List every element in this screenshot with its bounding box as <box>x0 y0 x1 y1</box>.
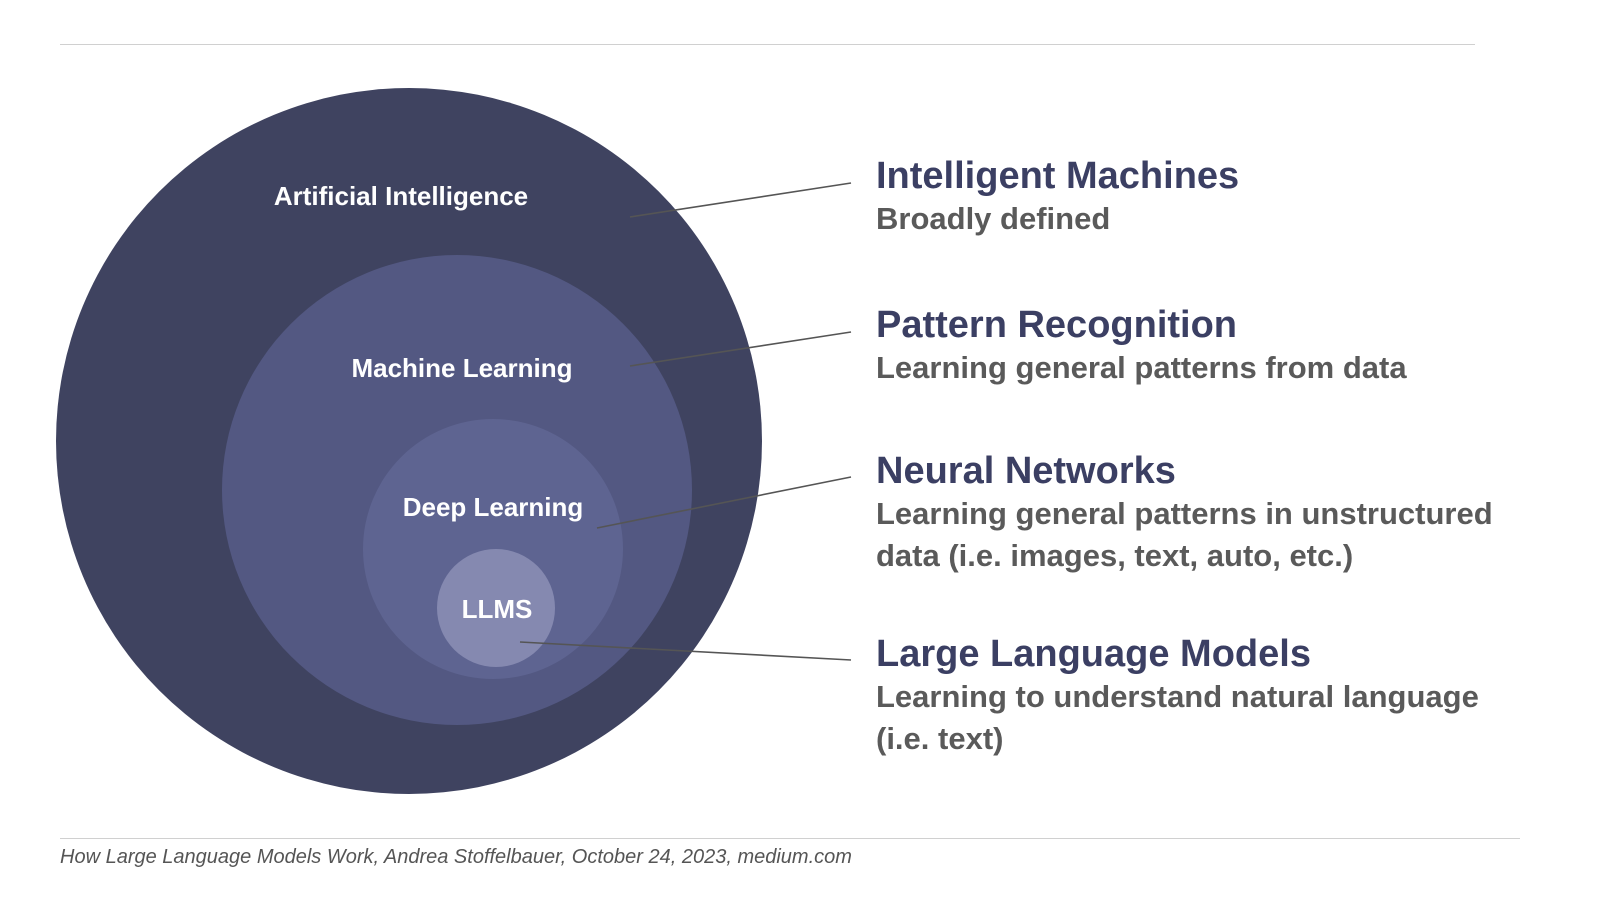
connector-line-llm <box>519 641 852 661</box>
description-pattern-recognition: Pattern Recognition Learning general pat… <box>876 303 1407 389</box>
label-machine-learning: Machine Learning <box>351 353 572 383</box>
description-title: Intelligent Machines <box>876 155 1240 197</box>
circle-deep-learning <box>363 419 623 679</box>
circle-llms <box>437 549 555 667</box>
bottom-divider <box>60 838 1520 839</box>
description-text: Learning general patterns from data <box>876 350 1407 385</box>
label-artificial-intelligence: Artificial Intelligence <box>274 181 528 211</box>
top-divider <box>60 44 1475 45</box>
label-deep-learning: Deep Learning <box>403 492 584 522</box>
description-text: Learning general patterns in unstructure… <box>876 496 1493 573</box>
description-title: Large Language Models <box>876 633 1311 675</box>
connector-line-dl <box>596 476 852 529</box>
description-text: Broadly defined <box>876 201 1111 236</box>
connector-line-ml <box>629 331 852 367</box>
label-llms: LLMS <box>462 594 533 624</box>
description-title: Neural Networks <box>876 450 1176 492</box>
description-title: Pattern Recognition <box>876 304 1238 346</box>
description-large-language-models: Large Language Models Learning to unders… <box>876 632 1536 760</box>
source-caption: How Large Language Models Work, Andrea S… <box>60 846 852 868</box>
connector-line-ai <box>629 182 852 218</box>
description-intelligent-machines: Intelligent Machines Broadly defined <box>876 154 1239 240</box>
description-neural-networks: Neural Networks Learning general pattern… <box>876 449 1556 577</box>
description-text: Learning to understand natural language … <box>876 679 1479 756</box>
